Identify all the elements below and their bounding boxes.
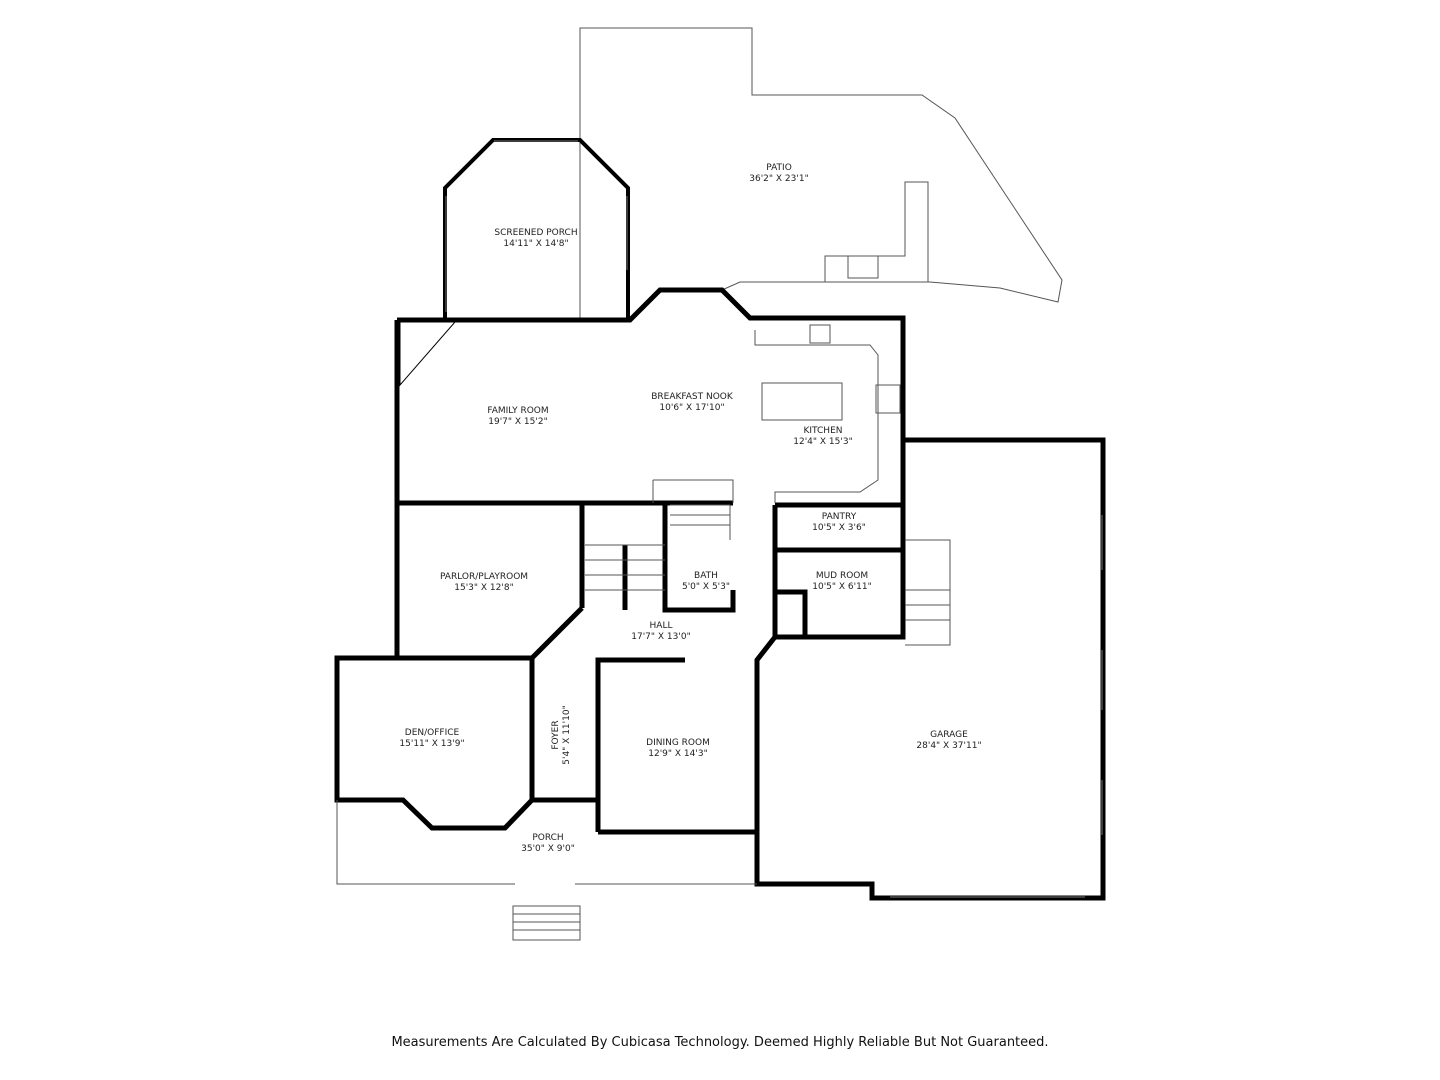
room-size: 28'4" X 37'11" — [916, 741, 982, 751]
stove-icon — [875, 384, 901, 414]
kitchen-counter — [652, 330, 879, 503]
front-steps — [512, 905, 581, 941]
room-name: SCREENED PORCH — [494, 228, 578, 238]
room-name: FOYER — [551, 720, 561, 750]
screened-porch-walls — [443, 138, 630, 320]
stairs — [585, 504, 951, 646]
west-walls — [334, 320, 535, 831]
grill-icon — [847, 255, 879, 279]
room-name: DINING ROOM — [646, 738, 710, 748]
room-size: 10'6" X 17'10" — [659, 403, 725, 413]
garage-windows — [890, 515, 1103, 898]
room-name: DEN/OFFICE — [404, 728, 460, 738]
room-size: 15'3" X 12'8" — [454, 583, 514, 593]
kitchen-island — [761, 382, 843, 421]
room-size: 10'5" X 3'6" — [812, 523, 866, 533]
room-size: 12'9" X 14'3" — [648, 749, 708, 759]
patio-outline — [579, 27, 1063, 320]
room-size: 10'5" X 6'11" — [812, 582, 872, 592]
room-size: 5'4" X 11'10" — [562, 705, 572, 765]
sink-icon — [809, 324, 831, 344]
room-size: 12'4" X 15'3" — [793, 437, 853, 447]
disclaimer-footer: Measurements Are Calculated By Cubicasa … — [391, 1035, 1049, 1050]
patio-bbq — [824, 181, 929, 283]
room-size: 15'11" X 13'9" — [399, 739, 465, 749]
room-name: BREAKFAST NOOK — [651, 392, 733, 402]
porch-rail — [336, 800, 757, 885]
room-name: HALL — [649, 621, 673, 631]
room-name: GARAGE — [930, 730, 968, 740]
front-steps-treads — [513, 913, 580, 931]
room-name: PANTRY — [821, 512, 857, 522]
room-size: 35'0" X 9'0" — [521, 844, 575, 854]
room-size: 36'2" X 23'1" — [749, 174, 809, 184]
room-name: FAMILY ROOM — [487, 406, 549, 416]
room-name: PARLOR/PLAYROOM — [439, 572, 529, 582]
room-size: 5'0" X 5'3" — [681, 582, 731, 592]
room-name: BATH — [694, 571, 718, 581]
room-name: PATIO — [766, 163, 792, 173]
screened-porch-windows — [445, 140, 628, 312]
interior-walls — [397, 500, 903, 835]
room-name: MUD ROOM — [815, 571, 869, 581]
room-size: 19'7" X 15'2" — [488, 417, 548, 427]
fireplace — [399, 321, 457, 387]
room-size: 14'11" X 14'8" — [503, 239, 569, 249]
room-name: KITCHEN — [803, 426, 843, 436]
room-name: PORCH — [532, 833, 564, 843]
exterior-walls — [397, 287, 1106, 901]
room-size: 17'7" X 13'0" — [631, 632, 691, 642]
